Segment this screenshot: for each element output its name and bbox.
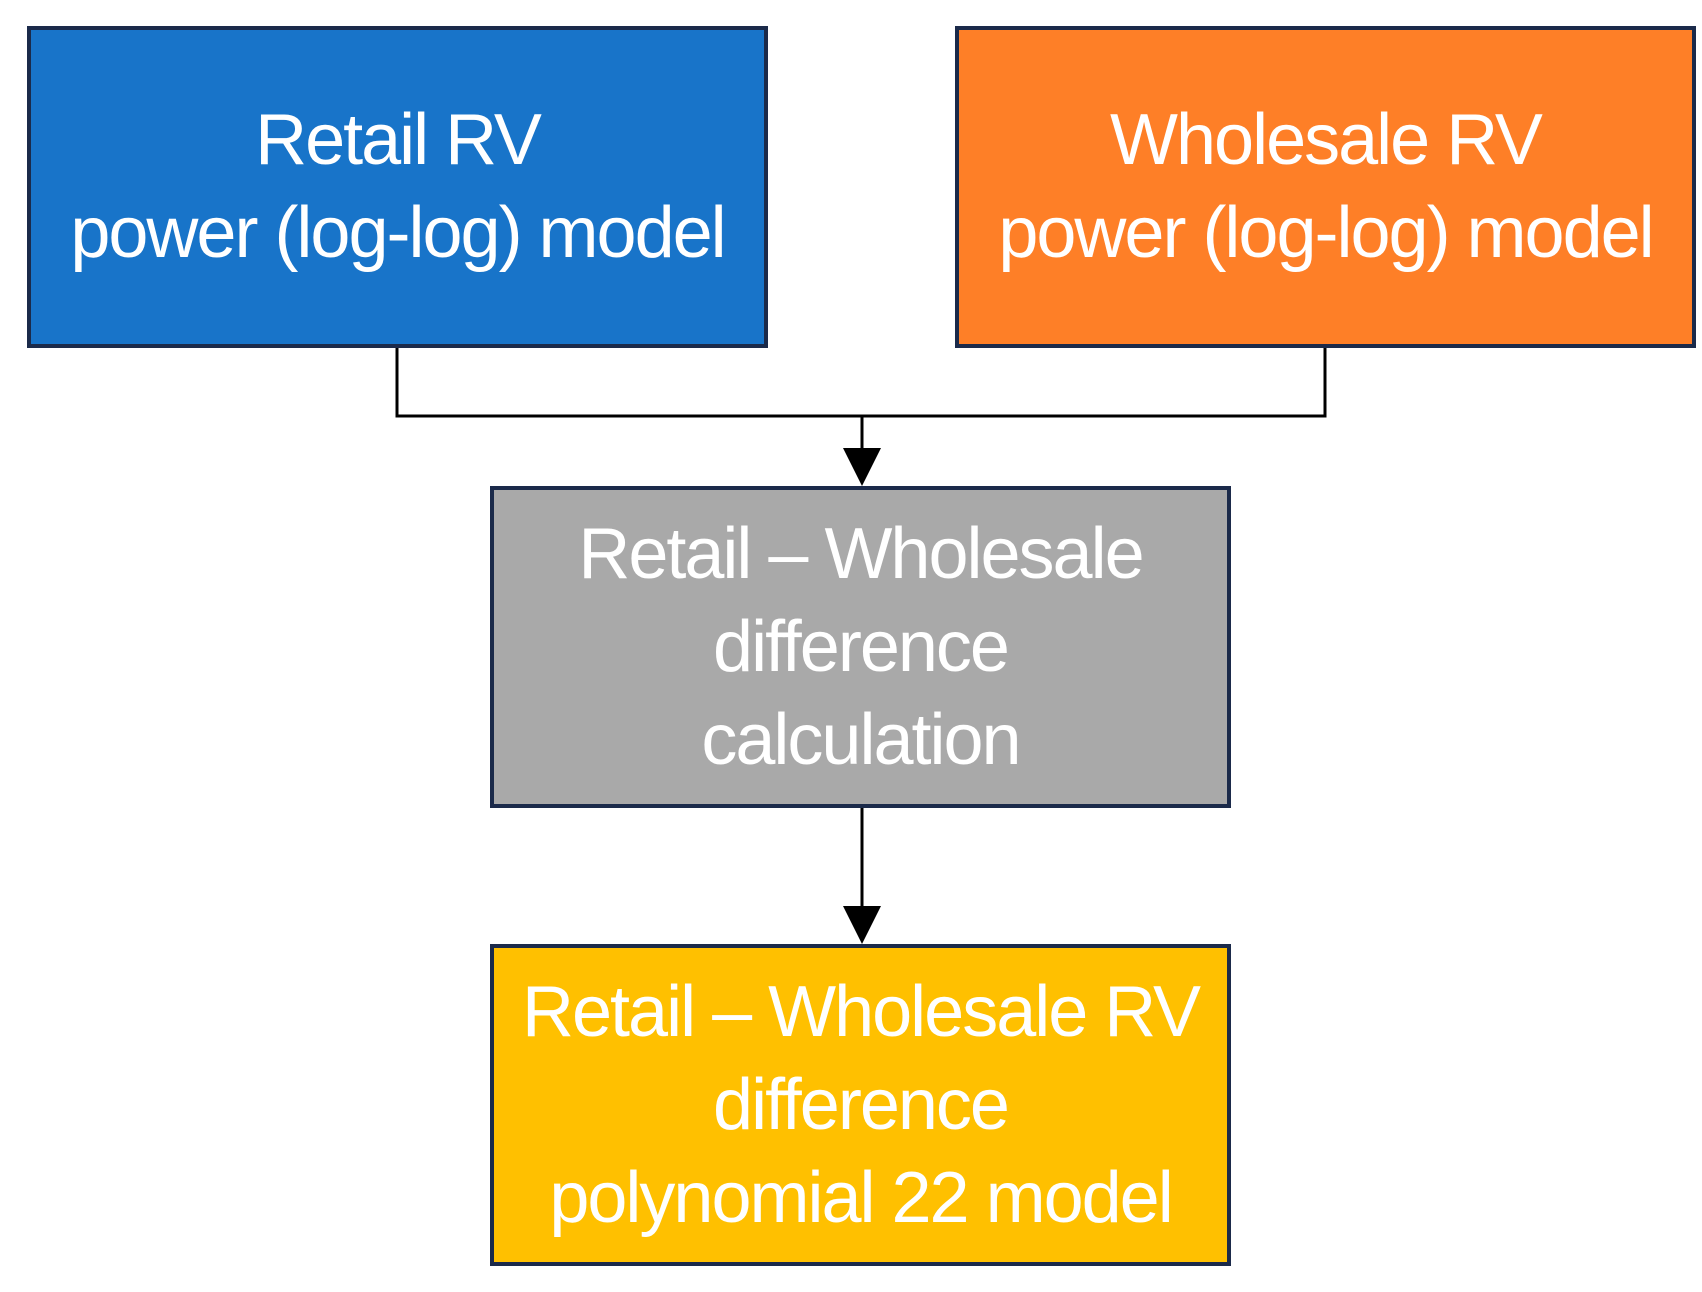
difference-box-line-3: calculation [701,699,1021,780]
difference-calculation-box: Retail – Wholesale difference calculatio… [490,486,1231,808]
wholesale-box-line-1: Wholesale RV [1110,100,1543,180]
wholesale-box-line-2: power (log-log) model [998,193,1654,273]
arrowhead-polynomial [843,906,881,944]
retail-box-line-1: Retail RV [255,100,542,180]
connector-wholesale-to-merge [862,348,1327,418]
polynomial-box-line-2: difference [713,1064,1010,1145]
arrowhead-difference [843,448,881,486]
retail-rv-model-box: Retail RV power (log-log) model [27,26,768,348]
difference-box-line-1: Retail – Wholesale [578,513,1144,594]
difference-box-line-2: difference [713,606,1010,687]
connector-retail-to-merge [395,348,862,418]
polynomial-box-line-1: Retail – Wholesale RV [521,971,1201,1052]
wholesale-rv-model-box: Wholesale RV power (log-log) model [955,26,1696,348]
polynomial-box-line-3: polynomial 22 model [549,1157,1173,1238]
retail-box-line-2: power (log-log) model [70,193,726,273]
polynomial-model-box: Retail – Wholesale RV difference polynom… [490,944,1231,1266]
